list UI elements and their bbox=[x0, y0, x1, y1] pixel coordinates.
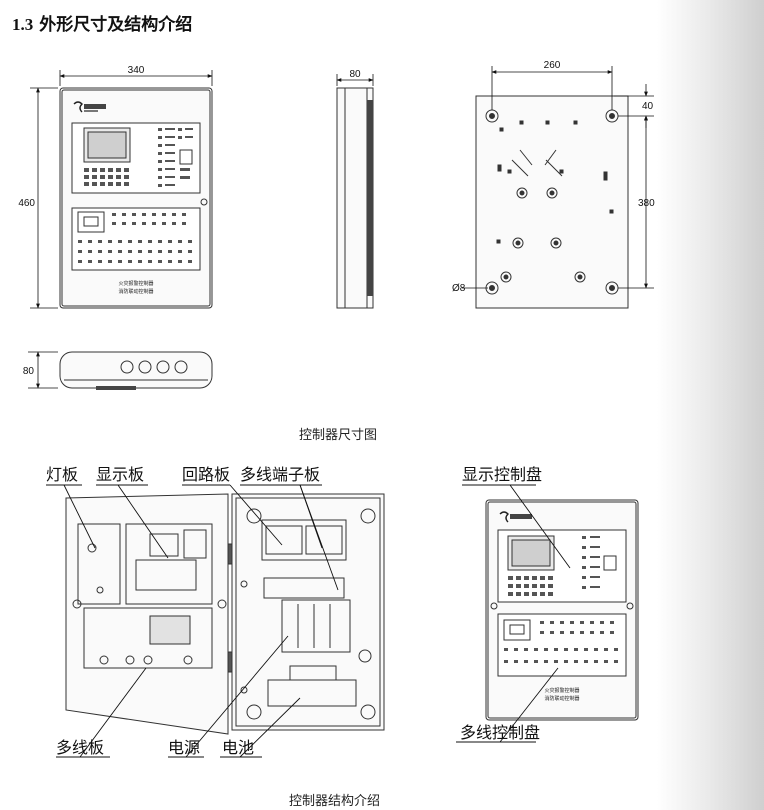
indicator-column bbox=[158, 128, 193, 187]
dim-bottom-depth: 80 bbox=[23, 366, 35, 377]
front-panel-label-2: 消防联动控制器 bbox=[118, 288, 153, 295]
back-dimensions bbox=[462, 66, 654, 289]
callout-leaders-left bbox=[46, 484, 339, 758]
bottom-dimensions bbox=[28, 351, 58, 389]
callout-multiline-terminal-board: 多线端子板 bbox=[240, 465, 321, 484]
callout-power-supply: 电源 bbox=[168, 738, 201, 757]
dim-front-height: 460 bbox=[18, 198, 35, 209]
dim-hole-diameter: Ø8 bbox=[452, 283, 466, 294]
dim-back-top-offset: 40 bbox=[642, 101, 654, 112]
back-view bbox=[475, 95, 629, 309]
brand-logo bbox=[73, 101, 106, 113]
panel-view bbox=[485, 499, 639, 721]
front-panel-label-1: 火灾报警控制器 bbox=[118, 280, 153, 287]
section-title: 外形尺寸及结构介绍 bbox=[39, 15, 193, 35]
dim-back-hole-spacing-x: 260 bbox=[544, 60, 561, 71]
multiline-buttons bbox=[78, 213, 192, 263]
dimension-figure-caption: 控制器尺寸图 bbox=[299, 428, 378, 443]
front-view bbox=[59, 87, 213, 309]
callout-light-board: 灯板 bbox=[46, 465, 79, 484]
dim-front-width: 340 bbox=[128, 65, 145, 76]
callout-display-board: 显示板 bbox=[96, 465, 145, 484]
callout-display-control-panel: 显示控制盘 bbox=[462, 465, 543, 484]
open-cabinet bbox=[65, 493, 385, 735]
callout-multiline-control-panel: 多线控制盘 bbox=[460, 723, 541, 742]
dim-back-hole-spacing-y: 380 bbox=[638, 198, 655, 209]
panel-view-label-1: 火灾报警控制器 bbox=[544, 687, 579, 694]
panel-view-label-2: 消防联动控制器 bbox=[544, 695, 579, 702]
keypad bbox=[84, 168, 129, 186]
callout-leaders-right bbox=[456, 484, 571, 743]
section-number: 1.3 bbox=[12, 15, 34, 34]
bottom-view bbox=[59, 351, 213, 390]
side-view bbox=[336, 87, 374, 309]
section-heading: 1.3 外形尺寸及结构介绍 bbox=[12, 10, 192, 35]
side-dimensions bbox=[336, 74, 374, 86]
callout-loop-board: 回路板 bbox=[182, 465, 231, 484]
callout-multiline-board: 多线板 bbox=[56, 738, 105, 757]
front-dimensions bbox=[30, 70, 213, 309]
structure-figure-caption: 控制器结构介绍 bbox=[289, 794, 381, 809]
dim-side-depth: 80 bbox=[349, 69, 361, 80]
callout-battery: 电池 bbox=[222, 738, 255, 757]
